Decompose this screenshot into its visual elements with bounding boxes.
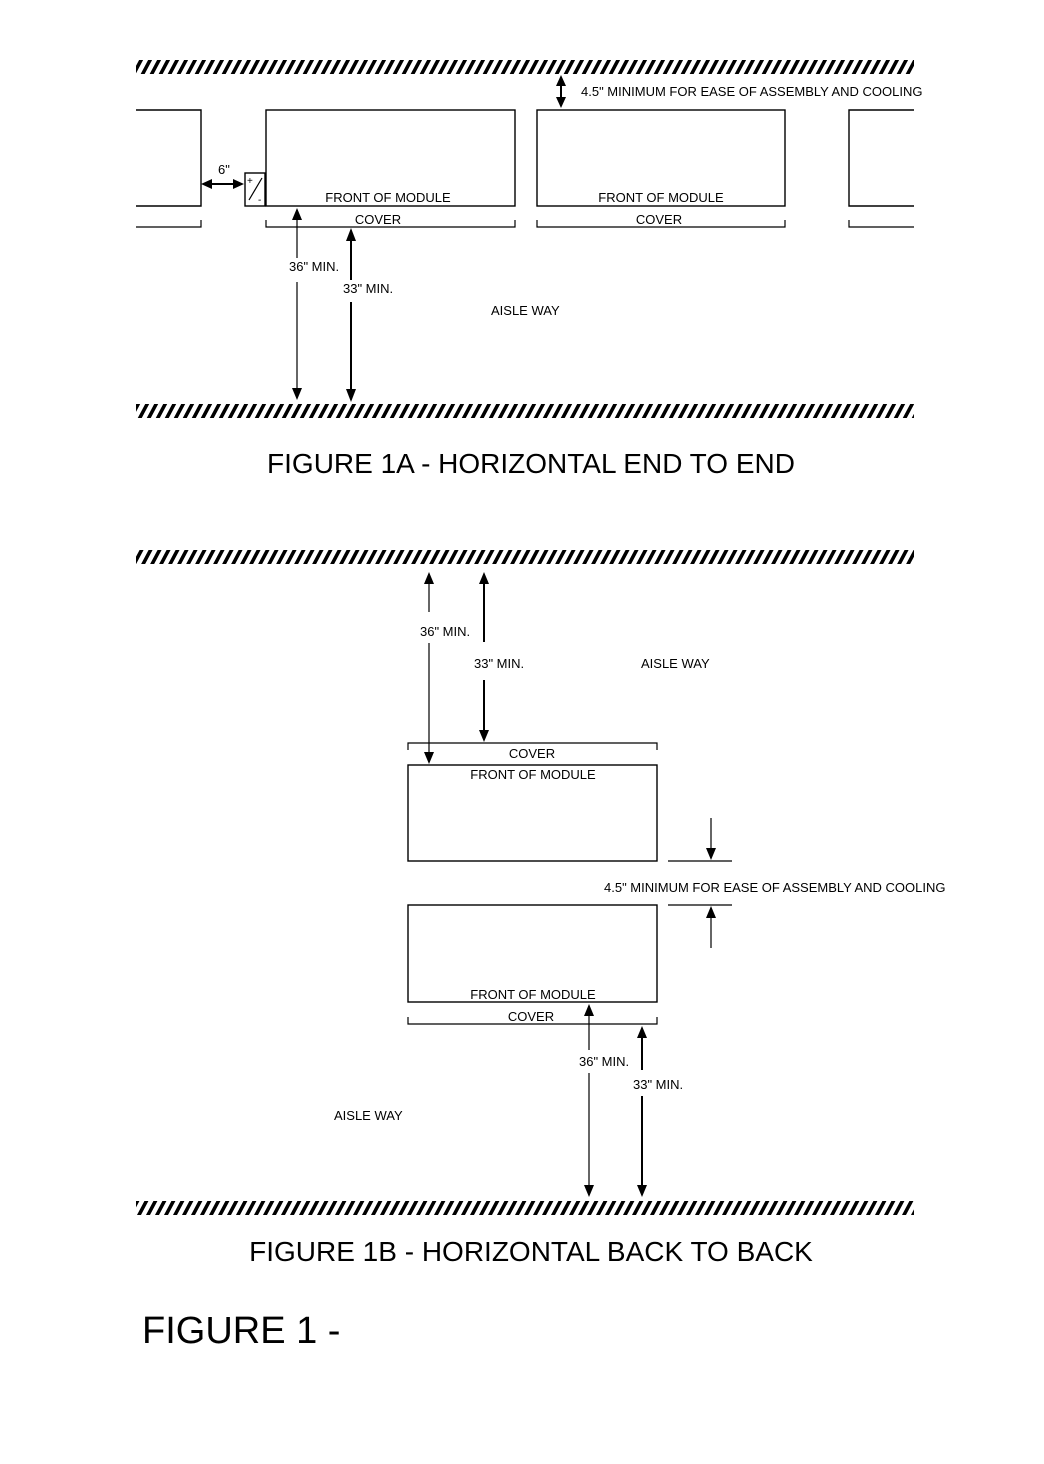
aisle-label-1a: AISLE WAY [491,303,560,318]
dim-33-label-top: 33" MIN. [474,656,524,671]
dim-36-arrow-bottom [584,1004,594,1197]
module-1 [265,109,516,228]
clearance-arrow-1a [556,75,566,108]
module-1-front-label: FRONT OF MODULE [325,190,451,205]
dim-36-label-1a: 36" MIN. [289,259,339,274]
figure-title: FIGURE 1 - [142,1310,340,1352]
clearance-label-1a: 4.5" MINIMUM FOR EASE OF ASSEMBLY AND CO… [581,84,923,99]
gap-arrow [201,179,244,189]
upper-cover-label: COVER [509,746,555,761]
electrical-panel [244,172,266,207]
dim-33-label-bottom: 33" MIN. [633,1077,683,1092]
upper-module [407,742,658,862]
module-1-cover-label: COVER [355,212,401,227]
clearance-label-1b: 4.5" MINIMUM FOR EASE OF ASSEMBLY AND CO… [604,880,946,895]
dim-36-arrow-1a [292,208,302,400]
dim-33-label-1a: 33" MIN. [343,281,393,296]
dim-36-arrow-top [424,572,434,764]
dim-36-label-top: 36" MIN. [420,624,470,639]
caption-1b: FIGURE 1B - HORIZONTAL BACK TO BACK [249,1236,813,1267]
figure-1b: 36" MIN. 33" MIN. AISLE WAY COVER FRONT … [136,550,946,1267]
wall-top-1b [136,550,914,564]
dim-33-arrow-top [479,572,489,742]
wall-top-1a [136,60,914,74]
gap-label: 6" [218,162,230,177]
module-2-front-label: FRONT OF MODULE [598,190,724,205]
module-2-cover-label: COVER [636,212,682,227]
lower-front-label: FRONT OF MODULE [470,987,596,1002]
dim-36-label-bottom: 36" MIN. [579,1054,629,1069]
partial-module-left [136,109,202,228]
caption-1a: FIGURE 1A - HORIZONTAL END TO END [267,448,795,479]
figure-1a: 6" + - FRONT OF MODULE COVER FRONT OF MO… [136,60,923,479]
upper-front-label: FRONT OF MODULE [470,767,596,782]
wall-bottom-1a [136,404,914,418]
panel-minus: - [258,195,261,206]
lower-cover-label: COVER [508,1009,554,1024]
partial-module-right [848,109,914,228]
lower-module [407,904,658,1025]
clearance-arrows-1b [668,818,732,948]
wall-bottom-1b [136,1201,914,1215]
aisle-label-bottom: AISLE WAY [334,1108,403,1123]
dim-33-arrow-bottom [637,1026,647,1197]
module-2 [536,109,786,228]
aisle-label-top: AISLE WAY [641,656,710,671]
panel-plus: + [247,176,253,187]
dim-33-arrow-1a [346,228,356,402]
